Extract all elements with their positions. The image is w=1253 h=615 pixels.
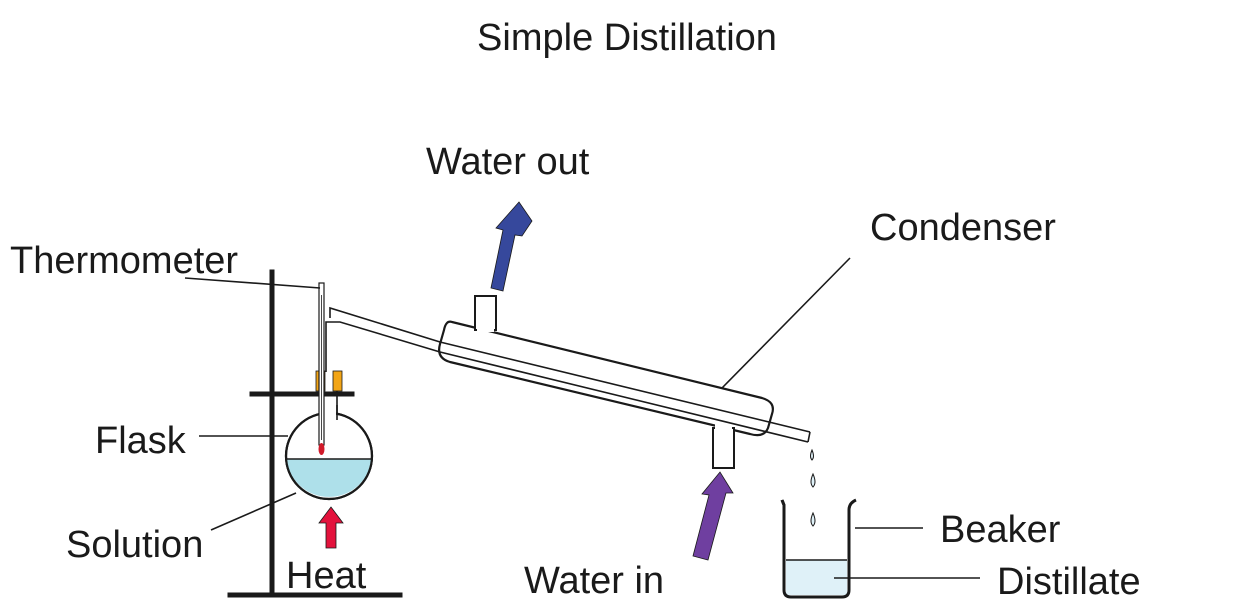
leader-lines (184, 257, 980, 579)
beaker (780, 498, 857, 599)
solution-liquid (286, 459, 372, 497)
retort-stand (227, 269, 403, 598)
label-condenser: Condenser (870, 207, 1056, 249)
label-solution: Solution (66, 524, 203, 566)
heat-arrow (318, 506, 344, 549)
label-water-in: Water in (524, 560, 664, 602)
label-beaker: Beaker (940, 509, 1061, 551)
label-heat: Heat (286, 555, 367, 597)
condenser (438, 295, 811, 469)
thermometer-bulb (318, 443, 325, 455)
label-water-out: Water out (426, 141, 590, 183)
diagram-title: Simple Distillation (477, 17, 777, 59)
thermometer (318, 282, 325, 455)
water-out-arrow (490, 201, 533, 292)
water-in-arrow (692, 471, 734, 561)
flask (284, 405, 374, 501)
side-arm (325, 306, 441, 372)
label-distillate: Distillate (997, 561, 1141, 603)
label-flask: Flask (95, 420, 187, 462)
drips (810, 448, 816, 527)
label-thermometer: Thermometer (10, 240, 238, 282)
